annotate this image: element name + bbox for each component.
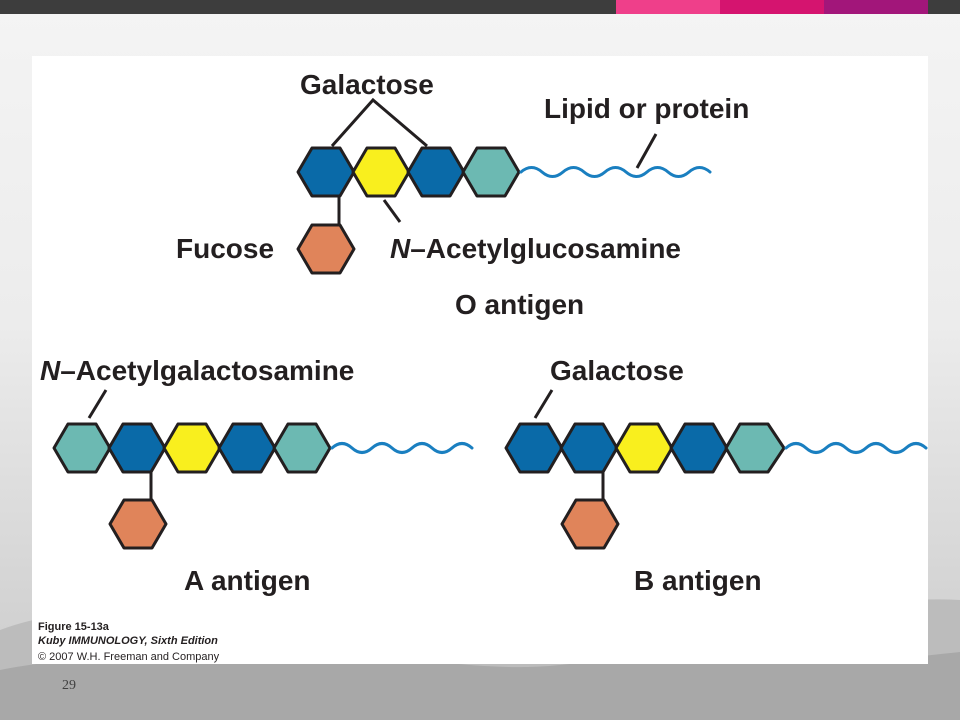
- b-hex-fucose: [560, 498, 620, 550]
- a-hex-n-acetylgalactosamine: [52, 422, 112, 474]
- label-acetylgalactosamine-text: –Acetylgalactosamine: [60, 355, 354, 386]
- b-hex-yellow: [614, 422, 674, 474]
- o-hex-fucose: [296, 223, 356, 275]
- a-hex-teal: [272, 422, 332, 474]
- o-hex-galactose-2: [406, 146, 466, 198]
- label-fucose: Fucose: [176, 233, 274, 264]
- caption-copyright: © 2007 W.H. Freeman and Company: [38, 651, 220, 663]
- o-hex-n-acetylglucosamine: [351, 146, 411, 198]
- b-lipid-tail: [784, 442, 928, 454]
- o-lipid-tail: [519, 166, 712, 178]
- accent-strip-pink: [616, 0, 720, 14]
- caption-figure: Figure 15-13a: [38, 621, 110, 633]
- o-hex-teal: [461, 146, 521, 198]
- b-galactose-pointer: [533, 389, 554, 419]
- n-acetylgalactosamine-pointer: [87, 389, 108, 419]
- label-o-galactose: Galactose: [300, 69, 434, 100]
- label-n-acetylgalactosamine: N–Acetylgalactosamine: [40, 355, 354, 386]
- accent-strip-magenta: [720, 0, 824, 14]
- label-acetylglucosamine-text: –Acetylglucosamine: [410, 233, 681, 264]
- accent-strip-dark: [928, 0, 960, 14]
- caption-book: Kuby IMMUNOLOGY, Sixth Edition: [38, 635, 218, 647]
- figure-panel: Galactose Lipid or protein Fucose N–Acet…: [32, 56, 928, 664]
- b-hex-galactose: [504, 422, 564, 474]
- a-hex-blue-1: [107, 422, 167, 474]
- b-hex-blue-2: [669, 422, 729, 474]
- accent-strip-purple: [824, 0, 928, 14]
- a-hex-yellow: [162, 422, 222, 474]
- lipid-pointer: [635, 133, 658, 169]
- b-hex-blue-1: [559, 422, 619, 474]
- b-hex-teal: [724, 422, 786, 474]
- label-n-prefix-2: N: [40, 355, 61, 386]
- label-n-prefix: N: [390, 233, 411, 264]
- a-lipid-tail: [330, 442, 474, 454]
- slide-number: 29: [62, 678, 76, 693]
- a-hex-fucose: [108, 498, 168, 550]
- o-galactose-bracket: [330, 97, 428, 148]
- label-b-galactose: Galactose: [550, 355, 684, 386]
- blood-group-antigen-diagram: Galactose Lipid or protein Fucose N–Acet…: [38, 69, 928, 663]
- label-lipid-or-protein: Lipid or protein: [544, 93, 749, 124]
- n-acetylglucosamine-pointer: [382, 199, 402, 223]
- label-o-antigen: O antigen: [455, 289, 584, 320]
- label-b-antigen: B antigen: [634, 565, 762, 596]
- a-hex-blue-2: [217, 422, 277, 474]
- label-a-antigen: A antigen: [184, 565, 311, 596]
- label-n-acetylglucosamine: N–Acetylglucosamine: [390, 233, 681, 264]
- o-hex-galactose-1: [296, 146, 356, 198]
